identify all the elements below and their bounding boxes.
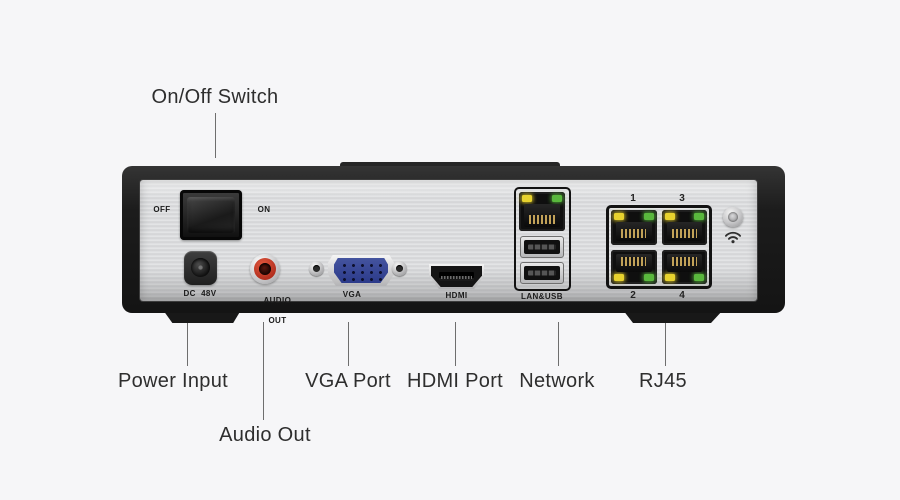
hdmi-slot <box>439 272 474 281</box>
callout-label-audio-out: Audio Out <box>219 424 311 446</box>
callout-line-network <box>558 322 559 366</box>
usb-port-2 <box>520 262 564 284</box>
rj45-port-2-led-green <box>643 274 654 281</box>
callout-line-vga-port <box>348 322 349 366</box>
callout-line-hdmi-port <box>455 322 456 366</box>
rj45-port-3-pins <box>671 228 697 238</box>
rj45-port-3-led-yellow <box>664 213 675 220</box>
power-switch <box>180 190 242 240</box>
lan-ethernet-cavity <box>524 204 560 227</box>
vga-pin-grid <box>338 260 384 281</box>
callout-label-vga-port: VGA Port <box>305 370 391 392</box>
usb-port-1-tongue <box>528 244 556 250</box>
callout-line-audio-out <box>263 322 264 420</box>
lan-ethernet-pins <box>529 215 555 224</box>
callout-line-power-input <box>187 322 188 366</box>
rj45-number-1: 1 <box>630 193 636 204</box>
lan-led-yellow <box>522 195 532 202</box>
audio-port-label: AUDIO OUT <box>237 286 297 336</box>
rj45-port-1-led-green <box>643 213 654 220</box>
antenna-connector <box>723 207 743 227</box>
lan-usb-label: LAN&USB <box>521 292 563 301</box>
callout-label-power-input: Power Input <box>117 370 229 392</box>
vga-connector-inner <box>334 258 388 283</box>
rj45-port-4-cavity <box>666 253 702 272</box>
callout-line-on-off-switch <box>215 113 216 158</box>
usb-port-1 <box>520 236 564 258</box>
hdmi-pin-strip <box>441 276 472 279</box>
rj45-port-3-led-green <box>694 213 704 220</box>
wifi-icon <box>724 231 742 244</box>
audio-port-label-line2: OUT <box>268 316 287 325</box>
rj45-port-4-led-yellow <box>664 274 675 281</box>
callout-label-hdmi-port: HDMI Port <box>406 370 504 392</box>
audio-rca-hole <box>259 263 271 275</box>
device-foot-right <box>623 310 723 323</box>
vga-screw-left <box>309 261 324 276</box>
rj45-number-4: 4 <box>679 290 685 301</box>
hdmi-connector-inner <box>431 266 482 287</box>
switch-off-label: OFF <box>153 205 171 214</box>
rj45-number-3: 3 <box>679 193 685 204</box>
usb-port-2-tongue <box>528 270 556 276</box>
rj45-port-3 <box>661 210 707 245</box>
rj45-port-1-led-yellow <box>614 213 624 220</box>
dc-power-pin <box>198 265 203 270</box>
rj45-port-4 <box>661 249 707 284</box>
callout-line-rj45 <box>665 322 666 366</box>
brushed-metal-panel: OFF ON DC 48V AUDIO OUT <box>140 180 757 325</box>
rj45-port-4-pins <box>671 256 697 266</box>
rj45-port-2-led-yellow <box>614 274 624 281</box>
device-foot-left <box>163 310 241 323</box>
switch-on-label: ON <box>257 205 271 214</box>
vga-screw-right <box>392 261 407 276</box>
nvr-back-panel: OFF ON DC 48V AUDIO OUT <box>122 166 785 325</box>
dc-port-label: DC 48V <box>183 289 217 298</box>
callout-label-on-off-switch: On/Off Switch <box>151 86 279 108</box>
audio-rca-jack <box>250 254 280 284</box>
usb-port-1-slot <box>524 240 560 254</box>
power-switch-rocker <box>187 197 235 233</box>
rj45-port-4-led-green <box>694 274 704 281</box>
usb-port-2-slot <box>524 266 560 280</box>
rj45-number-2: 2 <box>630 290 636 301</box>
rj45-port-2-pins <box>621 256 647 266</box>
lan-usb-block <box>514 187 571 291</box>
rj45-port-2 <box>611 249 657 284</box>
lan-led-green <box>552 195 562 202</box>
rj45-port-1-cavity <box>616 222 652 241</box>
rj45-port-3-cavity <box>666 222 702 241</box>
rj45-port-1-pins <box>621 228 647 238</box>
rj45-port-group <box>606 205 712 289</box>
antenna-connector-core <box>728 212 738 222</box>
vga-connector <box>328 255 394 286</box>
vga-port-label: VGA <box>342 290 362 299</box>
hdmi-port-label: HDMI <box>445 291 468 300</box>
rj45-port-2-cavity <box>616 253 652 272</box>
lan-ethernet-port <box>519 192 565 231</box>
rj45-port-1 <box>611 210 657 245</box>
callout-label-rj45: RJ45 <box>639 370 687 392</box>
audio-port-label-line1: AUDIO <box>263 296 292 305</box>
hdmi-connector <box>429 264 484 289</box>
callout-label-network: Network <box>519 370 595 392</box>
dc-power-jack <box>184 251 217 285</box>
